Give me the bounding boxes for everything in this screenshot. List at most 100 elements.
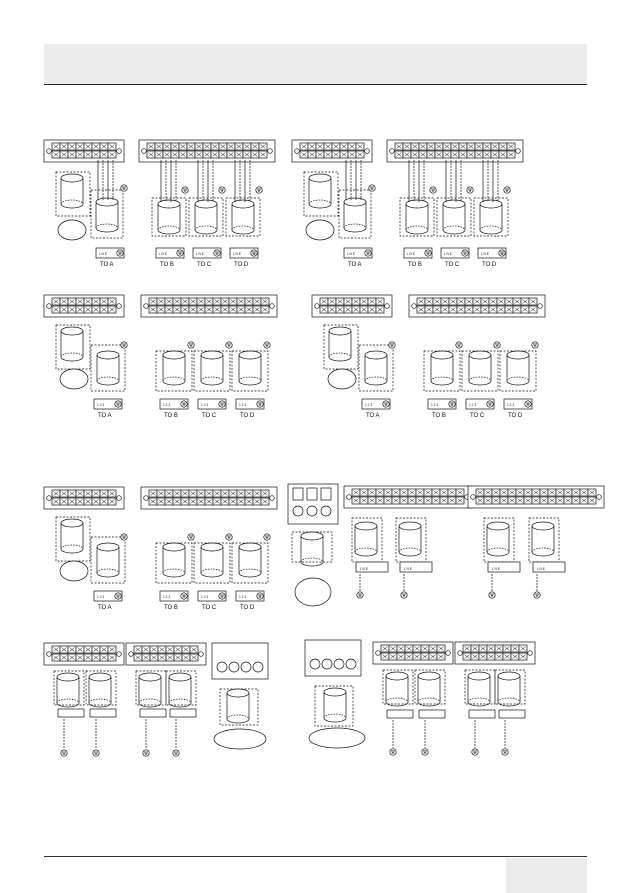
branch-dashed-box (85, 670, 117, 706)
strip-a-terminal (99, 150, 109, 159)
strip-bcd (386, 139, 524, 163)
ground-icon (503, 186, 511, 194)
label-labels-to_d: TO D (240, 413, 255, 419)
strip-cd-terminal (563, 488, 573, 497)
strip-bcd-terminal (154, 150, 164, 159)
strip-bcd-terminal (170, 142, 180, 151)
strip-bcd-terminal (260, 297, 270, 306)
ground-icon (486, 400, 494, 408)
strip-bcd-terminal (418, 142, 428, 151)
label-labels-lne_small: L N E (444, 252, 452, 256)
label-labels-to_d: TO D (240, 605, 255, 611)
strip-cd-terminal (539, 496, 549, 505)
strip-bcd-terminal (202, 150, 212, 159)
label-labels-to_c: TO C (470, 413, 485, 419)
strip-ab-terminal (399, 496, 409, 505)
target-b: L N ETO B (155, 247, 185, 268)
label-labels-to_b: TO B (432, 413, 446, 419)
strip-bcd-screw-right (267, 148, 273, 154)
strip-a-screw-left (375, 650, 381, 656)
strip-ab-terminal (375, 496, 385, 505)
strip-b-terminal (165, 653, 175, 662)
strip-bcd-terminal (236, 497, 246, 506)
strip-bcd-terminal (520, 305, 530, 314)
strip-bcd-terminal (434, 142, 444, 151)
label-labels-to_c: TO C (445, 262, 460, 268)
strip-a-terminal (67, 150, 77, 159)
strip-a-terminal (67, 645, 77, 654)
ground-icon (466, 186, 474, 194)
label-labels-comm: 1 2 3 (97, 403, 104, 407)
branch-dashed-box (53, 670, 85, 706)
strip-bcd-terminal (236, 297, 246, 306)
strip-a-terminal (355, 142, 365, 151)
strip-a-terminal (428, 652, 438, 661)
strip-bcd-terminal (498, 150, 508, 159)
strip-bcd-terminal (204, 489, 214, 498)
branch-dashed-box (414, 669, 446, 705)
strip-bcd-terminal (244, 305, 254, 314)
ground-icon (255, 186, 263, 194)
strip-bcd-terminal (164, 489, 174, 498)
label-labels-to_a: TO A (348, 262, 362, 268)
ground-icon (114, 592, 122, 600)
strip-bcd-terminal (212, 297, 222, 306)
strip-bcd-terminal (252, 497, 262, 506)
target-b: L N ETO B (403, 247, 433, 268)
strip-a-terminal (75, 297, 85, 306)
strip-a-screw-right (116, 148, 122, 154)
strip-a-terminal (99, 653, 109, 662)
label-labels-to_a: TO A (98, 413, 112, 419)
cable-bundle-cylinder (364, 350, 388, 386)
strip-bcd-terminal (426, 150, 436, 159)
cable-bundle-cylinder (162, 542, 186, 578)
strip-a-terminal (343, 305, 353, 314)
label-labels-comm: 1 2 3 (507, 403, 514, 407)
strip-a-screw-right (116, 495, 122, 501)
strip-bcd-terminal (416, 305, 426, 314)
strip-bcd-terminal (426, 142, 436, 151)
branch-a-dashed-box (358, 344, 394, 392)
ground-icon (400, 591, 408, 599)
strip-b-terminal (181, 653, 191, 662)
strip-a-terminal (83, 297, 93, 306)
strip-bcd-terminal (172, 489, 182, 498)
strip-a-screw-right (364, 148, 370, 154)
strip-a-terminal (75, 497, 85, 506)
ground-icon (498, 249, 506, 257)
strip-bcd-terminal (244, 497, 254, 506)
strip-bcd-terminal (180, 297, 190, 306)
strip-bcd-terminal (188, 489, 198, 498)
ground-icon (187, 533, 195, 541)
strip-cd-terminal (475, 488, 485, 497)
target-a-block (95, 247, 125, 259)
power-screw (252, 661, 264, 673)
strip-a-terminal (107, 142, 117, 151)
strip-a-terminal (323, 150, 333, 159)
strip-bcd-terminal (498, 142, 508, 151)
strip-a-terminal (307, 150, 317, 159)
strip-bcd-terminal (234, 142, 244, 151)
strip-a-terminal (51, 645, 61, 654)
strip-bcd-terminal (448, 297, 458, 306)
strip-bcd-terminal (228, 497, 238, 506)
outdoor-terminal (532, 561, 566, 573)
strip-a-screw-left (294, 148, 300, 154)
strip-bcd-terminal (520, 297, 530, 306)
strip-bcd-terminal (202, 142, 212, 151)
ground-icon (461, 249, 469, 257)
strip-bcd-terminal (172, 305, 182, 314)
strip-cd-terminal (491, 488, 501, 497)
strip-b-terminal (133, 653, 143, 662)
ground-icon (493, 341, 501, 349)
branch-dashed-box (464, 669, 496, 705)
strip-bcd (140, 486, 278, 510)
strip-a (43, 294, 125, 318)
strip-a-terminal (420, 644, 430, 653)
branch-dashed-box (382, 669, 414, 705)
strip-bcd-terminal (210, 150, 220, 159)
strip-bcd-terminal (424, 297, 434, 306)
strip-bcd-terminal (148, 497, 158, 506)
strip-ab-terminal (415, 496, 425, 505)
strip-bcd-terminal (394, 150, 404, 159)
